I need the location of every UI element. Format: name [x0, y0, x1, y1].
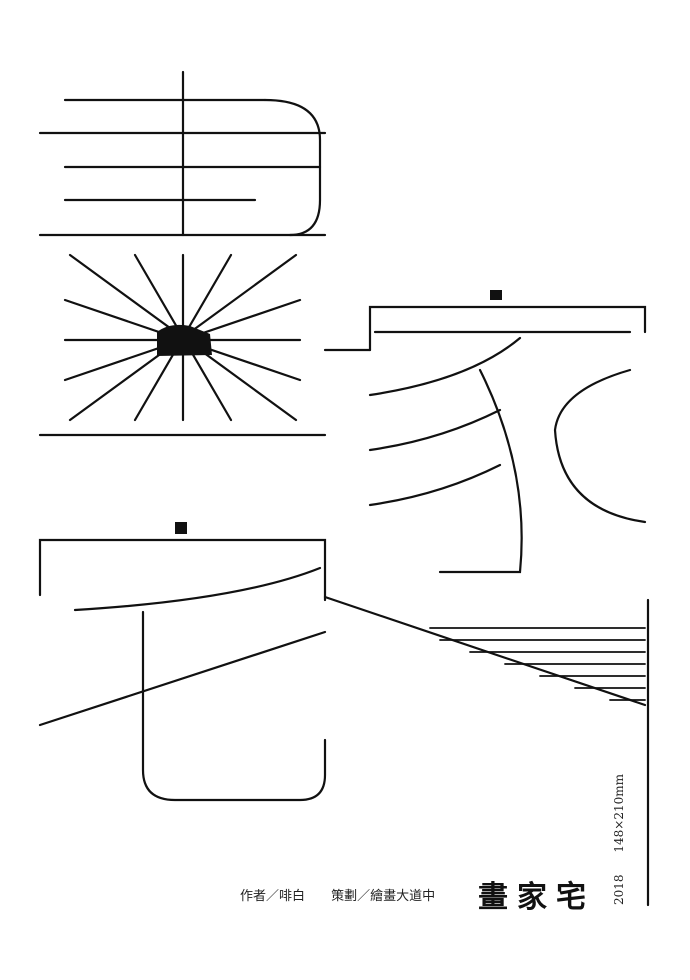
dimensions: 148×210mm: [612, 774, 626, 853]
sunburst: [38, 253, 327, 437]
year: 2018: [612, 874, 626, 905]
author-credit: 作者／啡白: [240, 889, 306, 904]
vertical-info: 2018 148×210mm: [612, 756, 626, 905]
character-jia: [323, 290, 647, 574]
planner-credit: 策劃／繪畫大道中: [331, 889, 436, 904]
character-zhai: [38, 522, 647, 802]
credits: 作者／啡白 策劃／繪畫大道中: [240, 885, 457, 904]
stripes: [429, 627, 646, 701]
character-hua: [38, 70, 327, 237]
poster-title: 畫家宅: [478, 880, 595, 915]
